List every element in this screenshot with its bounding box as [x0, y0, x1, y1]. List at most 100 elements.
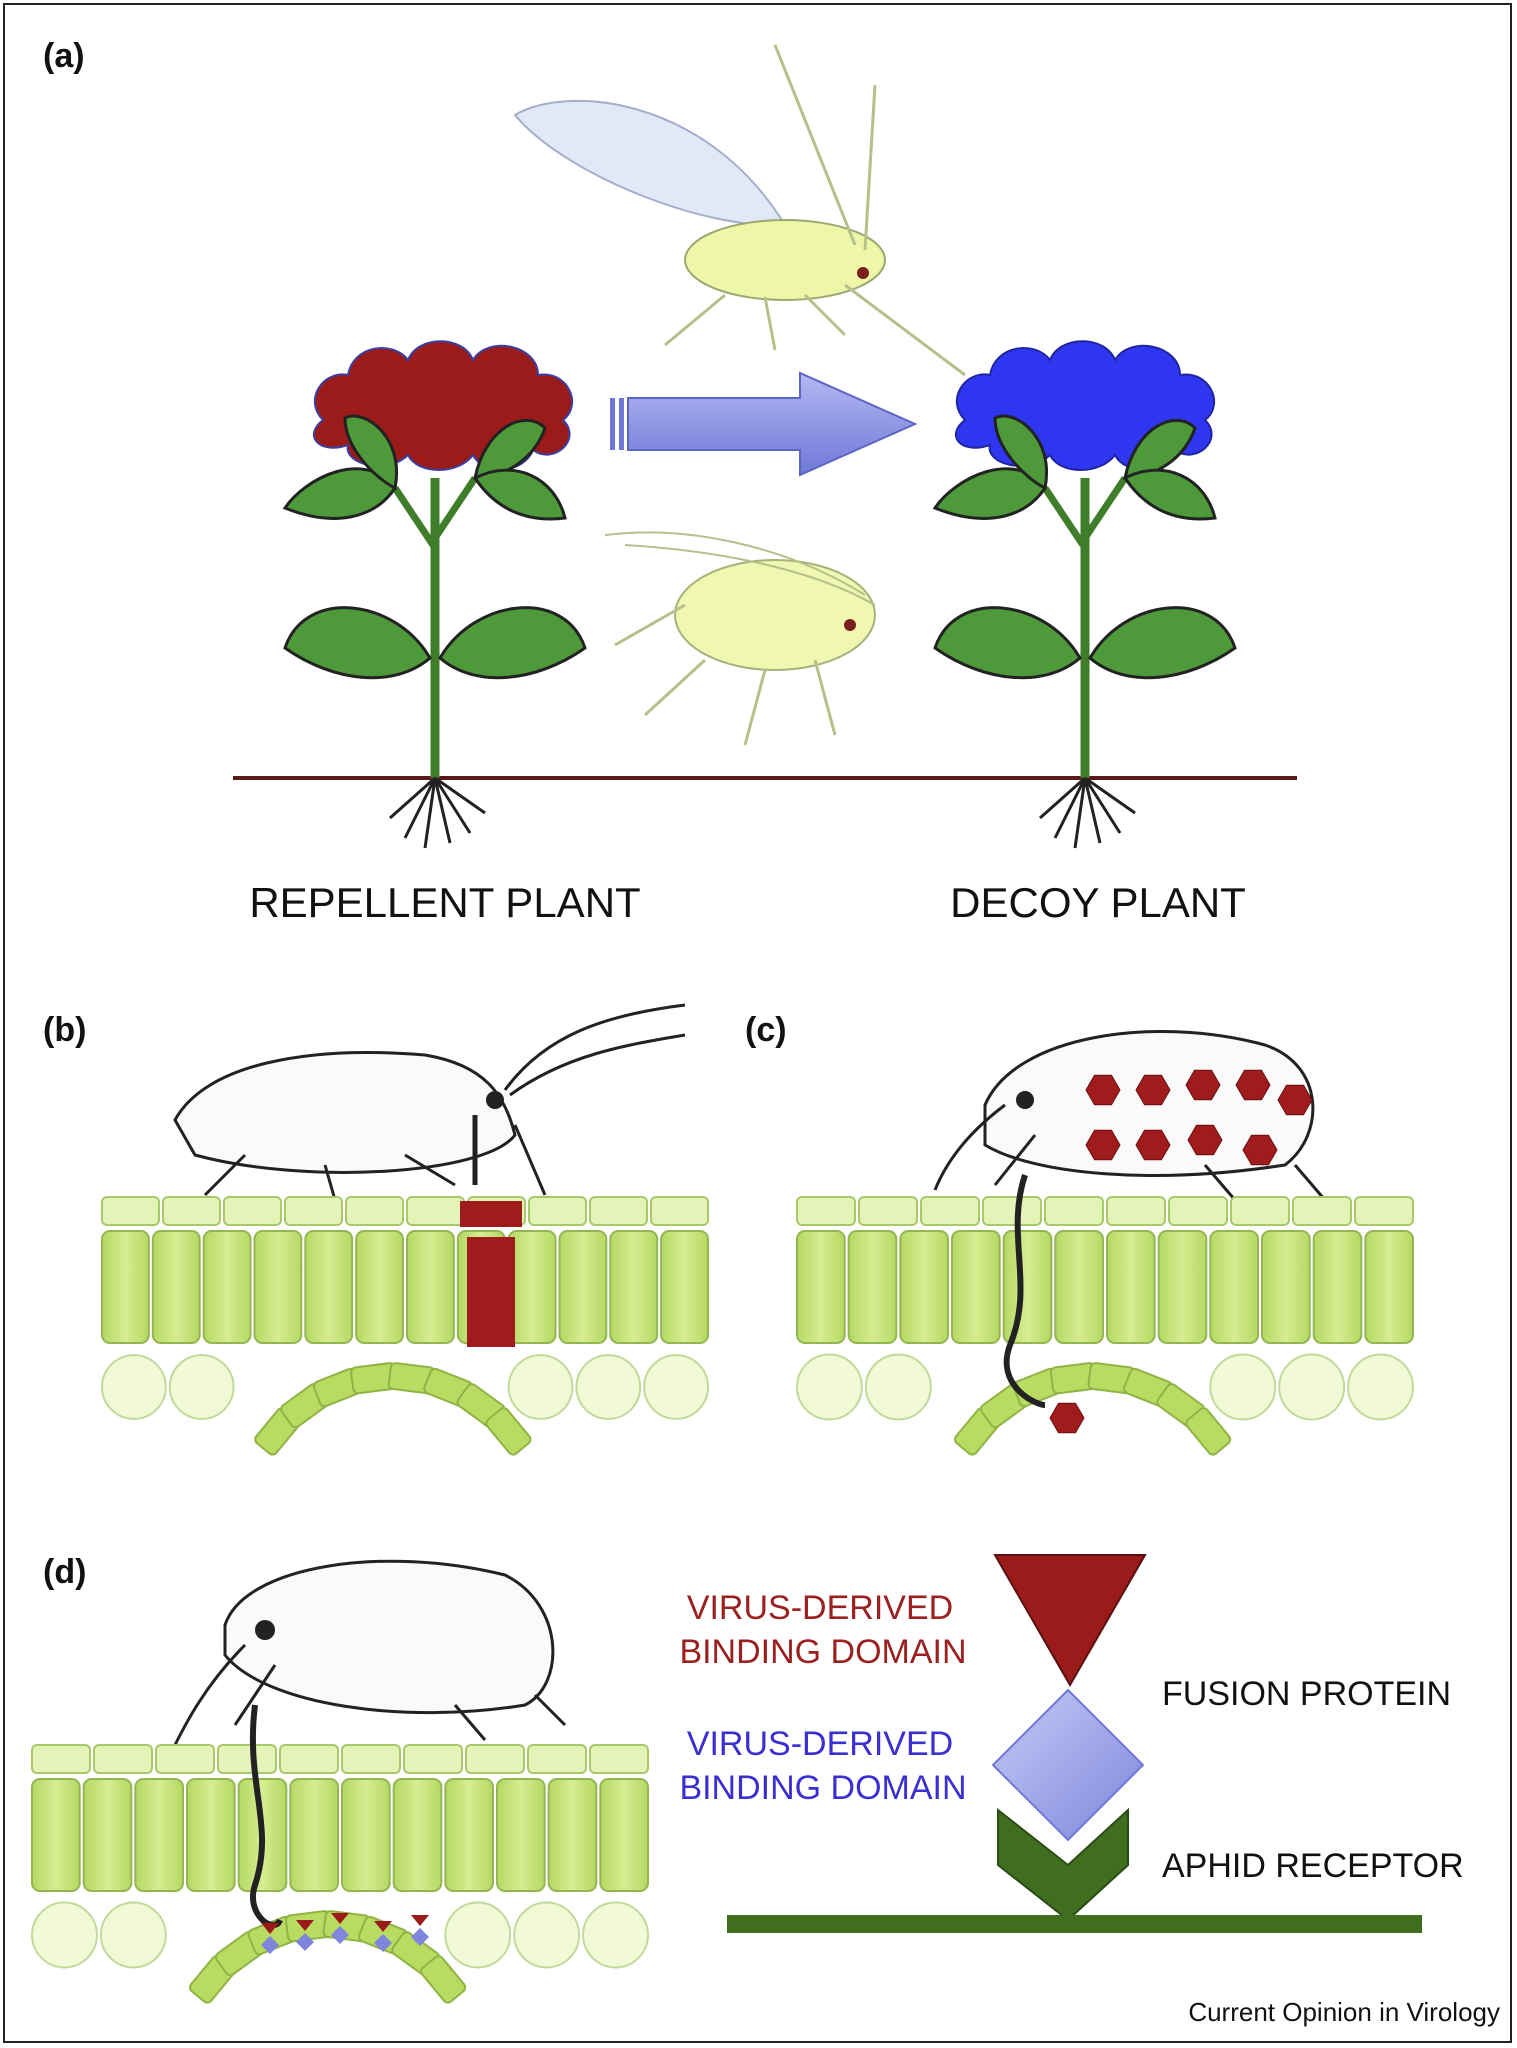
- spongy-cell: [513, 1901, 581, 1969]
- palisade-cell: [1209, 1230, 1260, 1344]
- palisade-cell: [796, 1230, 846, 1344]
- panel-d-tissue: [31, 1704, 649, 2004]
- spongy-cell: [444, 1901, 512, 1969]
- epidermis-cell: [279, 1744, 339, 1774]
- epidermis-cell: [284, 1196, 343, 1226]
- epidermis-cell: [1230, 1196, 1290, 1226]
- fusion-blue-domain: [374, 1934, 392, 1952]
- fusion-red-domain: [296, 1920, 314, 1931]
- palisade-cell: [558, 1230, 608, 1344]
- blue-domain-label-line1: VIRUS-DERIVED: [687, 1725, 953, 1763]
- virion: [1277, 1084, 1313, 1116]
- red-binding-domain-triangle: [993, 1554, 1147, 1688]
- palisade-cell: [253, 1230, 303, 1344]
- virion: [1235, 1069, 1271, 1101]
- epidermis-cell: [528, 1196, 587, 1226]
- phloem-cell: [420, 1955, 467, 2004]
- panel-c-virions: [1049, 1069, 1313, 1434]
- virion: [1242, 1134, 1278, 1166]
- epidermis-cell: [589, 1196, 648, 1226]
- fusion-blue-domain: [261, 1936, 279, 1954]
- panel-a-label: (a): [43, 37, 85, 75]
- fusion-red-domain: [411, 1915, 429, 1926]
- palisade-cell: [151, 1230, 201, 1344]
- fusion-blue-domain: [296, 1933, 314, 1951]
- epidermis-cell: [31, 1744, 91, 1774]
- receptor-membrane-bar: [727, 1915, 1422, 1933]
- epidermis-cell: [223, 1196, 282, 1226]
- palisade-cell: [1106, 1230, 1156, 1344]
- fusion-protein-label: FUSION PROTEIN: [1162, 1675, 1451, 1713]
- epidermis-cell: [162, 1196, 221, 1226]
- epidermis-cell: [920, 1196, 980, 1226]
- palisade-cell: [660, 1230, 710, 1344]
- palisade-cell: [304, 1230, 354, 1344]
- epidermis-cell: [93, 1744, 153, 1774]
- palisade-cell: [186, 1778, 236, 1892]
- palisade-cell: [609, 1230, 659, 1344]
- epidermis-cell: [858, 1196, 918, 1226]
- fusion-protein-diagram: [727, 1554, 1422, 1933]
- wingless-aphid: [604, 531, 876, 746]
- epidermis-cell: [1292, 1196, 1352, 1226]
- spongy-cell: [1347, 1353, 1414, 1421]
- palisade-cell: [444, 1778, 495, 1892]
- panel-d-aphid: [173, 1559, 567, 1746]
- palisade-cell: [1157, 1230, 1208, 1344]
- spongy-cell: [643, 1354, 709, 1420]
- epidermis-cell: [527, 1744, 587, 1774]
- virion: [1185, 1069, 1221, 1101]
- epidermis-cell: [155, 1744, 215, 1774]
- epidermis-cell: [1168, 1196, 1228, 1226]
- spongy-cell: [99, 1901, 167, 1969]
- decoy-plant: [935, 416, 1235, 848]
- palisade-cell: [899, 1230, 949, 1344]
- palisade-cell: [1054, 1230, 1105, 1344]
- epidermis-cell: [589, 1744, 649, 1774]
- phloem-cell: [485, 1407, 532, 1456]
- panel-c-label: (c): [745, 1011, 787, 1049]
- aphid-receptor-chevron: [997, 1807, 1129, 1922]
- repellent-palisade-cell: [467, 1237, 515, 1347]
- epidermis-cell: [465, 1744, 525, 1774]
- blue-domain-label-line2: BINDING DOMAIN: [679, 1769, 966, 1807]
- epidermis-cell: [1106, 1196, 1166, 1226]
- epidermis-cell: [217, 1744, 277, 1774]
- palisade-cell: [599, 1778, 649, 1892]
- spongy-cell: [168, 1354, 235, 1420]
- spongy-cell: [575, 1354, 642, 1420]
- decoy-plant-caption: DECOY PLANT: [950, 879, 1246, 926]
- epidermis-cell: [345, 1196, 404, 1226]
- repellent-epidermis-cell: [460, 1201, 522, 1227]
- palisade-cell: [31, 1778, 81, 1892]
- epidermis-cell: [101, 1196, 160, 1226]
- epidermis-cell: [403, 1744, 463, 1774]
- virion: [1135, 1074, 1171, 1106]
- epidermis-cell: [341, 1744, 401, 1774]
- red-domain-label-line2: BINDING DOMAIN: [679, 1633, 966, 1671]
- panel-d-fusion-proteins: [261, 1913, 429, 1954]
- panel-b-label: (b): [43, 1011, 86, 1049]
- palisade-cell: [951, 1230, 1001, 1344]
- virion: [1135, 1129, 1171, 1161]
- fusion-blue-domain: [331, 1926, 349, 1944]
- fusion-red-domain: [261, 1923, 279, 1934]
- palisade-cell: [496, 1778, 546, 1892]
- repellent-plant-caption: REPELLENT PLANT: [249, 879, 640, 926]
- palisade-cell: [547, 1778, 598, 1892]
- phloem-cell: [1185, 1407, 1232, 1456]
- spongy-cell: [101, 1354, 167, 1420]
- panel-d-label: (d): [43, 1553, 86, 1591]
- transition-arrow: [610, 371, 918, 477]
- epidermis-cell: [650, 1196, 709, 1226]
- epidermis-cell: [1044, 1196, 1104, 1226]
- spongy-cell: [31, 1901, 98, 1969]
- panel-c-tissue: [796, 1174, 1415, 1456]
- virion: [1085, 1129, 1121, 1161]
- epidermis-cell: [796, 1196, 856, 1226]
- palisade-cell: [341, 1778, 391, 1892]
- virion: [1049, 1402, 1085, 1434]
- winged-aphid: [513, 44, 966, 377]
- journal-credit: Current Opinion in Virology: [1188, 1997, 1500, 2027]
- epidermis-cell: [406, 1196, 465, 1226]
